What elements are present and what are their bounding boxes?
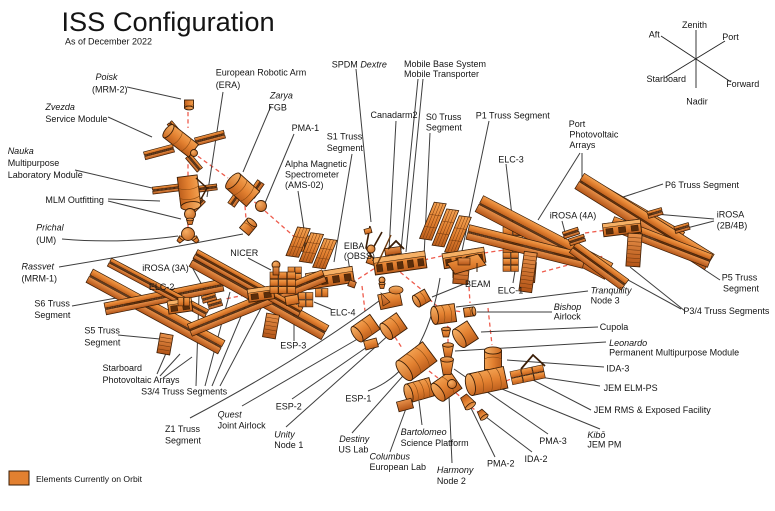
svg-text:Poisk: Poisk — [96, 72, 119, 82]
svg-text:IDA-2: IDA-2 — [525, 454, 548, 464]
svg-text:Starboard: Starboard — [103, 363, 143, 373]
svg-text:European Robotic Arm: European Robotic Arm — [216, 68, 307, 78]
svg-text:Arrays: Arrays — [569, 140, 596, 150]
svg-text:Mobile Base System: Mobile Base System — [404, 59, 486, 69]
svg-text:Segment: Segment — [327, 143, 364, 153]
svg-text:Alpha Magnetic: Alpha Magnetic — [285, 159, 348, 169]
svg-text:Port: Port — [569, 119, 586, 129]
svg-text:Multipurpose: Multipurpose — [8, 158, 60, 168]
svg-text:Node 2: Node 2 — [437, 476, 466, 486]
svg-text:European Lab: European Lab — [370, 462, 427, 472]
svg-text:S6 Truss: S6 Truss — [34, 298, 70, 308]
svg-text:(MRM-1): (MRM-1) — [22, 274, 58, 284]
svg-text:JEM ELM-PS: JEM ELM-PS — [604, 383, 658, 393]
svg-text:PMA-2: PMA-2 — [487, 459, 515, 469]
svg-text:Zvezda: Zvezda — [44, 102, 75, 112]
svg-text:Zarya: Zarya — [269, 90, 293, 100]
svg-text:Segment: Segment — [723, 283, 760, 293]
svg-text:IDA-3: IDA-3 — [606, 364, 629, 374]
svg-text:PMA-1: PMA-1 — [292, 123, 320, 133]
svg-text:Quest: Quest — [218, 410, 243, 420]
svg-text:Segment: Segment — [84, 338, 121, 348]
svg-text:BEAM: BEAM — [465, 279, 491, 289]
svg-text:Photovoltaic Arrays: Photovoltaic Arrays — [103, 375, 181, 385]
svg-text:(OBSS): (OBSS) — [344, 251, 375, 261]
svg-text:Starboard: Starboard — [647, 74, 687, 84]
svg-text:Port: Port — [722, 32, 739, 42]
svg-text:Harmony: Harmony — [437, 465, 474, 475]
svg-text:ELC-4: ELC-4 — [330, 308, 356, 318]
svg-text:P6 Truss Segment: P6 Truss Segment — [665, 180, 740, 190]
svg-text:Canadarm2: Canadarm2 — [371, 110, 418, 120]
svg-text:Science Platform: Science Platform — [401, 438, 469, 448]
svg-text:JEM PM: JEM PM — [587, 440, 621, 450]
svg-text:NICER: NICER — [230, 248, 259, 258]
svg-text:(ERA): (ERA) — [216, 80, 241, 90]
svg-text:Nadir: Nadir — [686, 96, 708, 106]
svg-text:As of December 2022: As of December 2022 — [65, 37, 152, 47]
svg-text:Tranquility: Tranquility — [591, 285, 632, 295]
svg-text:Leonardo: Leonardo — [609, 338, 647, 348]
svg-text:ELC-2: ELC-2 — [149, 282, 175, 292]
svg-text:Kibō: Kibō — [587, 430, 605, 440]
svg-text:Z1 Truss: Z1 Truss — [165, 424, 201, 434]
svg-text:Destiny: Destiny — [339, 434, 370, 444]
svg-text:Node 3: Node 3 — [591, 295, 620, 305]
svg-text:Node 1: Node 1 — [274, 440, 303, 450]
svg-text:ESP-1: ESP-1 — [345, 393, 371, 403]
svg-text:MLM Outfitting: MLM Outfitting — [45, 195, 104, 205]
svg-text:Segment: Segment — [34, 310, 71, 320]
svg-text:Nauka: Nauka — [8, 146, 34, 156]
svg-text:Bishop: Bishop — [554, 302, 582, 312]
svg-text:FGB: FGB — [268, 103, 287, 113]
svg-text:S3/4 Truss Segments: S3/4 Truss Segments — [141, 386, 228, 396]
svg-text:EIBA: EIBA — [344, 241, 365, 251]
svg-text:Aft: Aft — [649, 30, 661, 40]
svg-text:Photovoltaic: Photovoltaic — [569, 130, 619, 140]
svg-text:iROSA (4A): iROSA (4A) — [550, 210, 597, 220]
svg-text:Permanent Multipurpose Module: Permanent Multipurpose Module — [609, 347, 739, 357]
svg-text:Unity: Unity — [274, 429, 295, 439]
svg-text:S1 Truss: S1 Truss — [327, 132, 363, 142]
svg-text:Mobile Transporter: Mobile Transporter — [404, 69, 479, 79]
svg-text:S5 Truss: S5 Truss — [84, 326, 120, 336]
svg-text:Columbus: Columbus — [370, 451, 411, 461]
svg-text:iROSA (3A): iROSA (3A) — [142, 263, 189, 273]
svg-text:ISS Configuration: ISS Configuration — [62, 6, 275, 37]
svg-text:Prichal: Prichal — [36, 222, 65, 232]
svg-text:PMA-3: PMA-3 — [539, 436, 567, 446]
svg-text:(MRM-2): (MRM-2) — [92, 85, 128, 95]
svg-text:Zenith: Zenith — [682, 20, 707, 30]
svg-text:Cupola: Cupola — [600, 322, 629, 332]
svg-text:ELC-3: ELC-3 — [498, 154, 524, 164]
svg-text:US Lab: US Lab — [338, 445, 368, 455]
svg-text:S0 Truss: S0 Truss — [426, 112, 462, 122]
svg-text:Elements Currently on Orbit: Elements Currently on Orbit — [36, 474, 143, 484]
svg-text:Bartolomeo: Bartolomeo — [401, 427, 447, 437]
svg-text:Rassvet: Rassvet — [22, 262, 55, 272]
svg-text:iROSA: iROSA — [717, 210, 745, 220]
svg-text:P3/4 Truss Segments: P3/4 Truss Segments — [683, 306, 770, 316]
svg-text:P1 Truss Segment: P1 Truss Segment — [476, 111, 551, 121]
svg-text:Joint Airlock: Joint Airlock — [218, 421, 267, 431]
svg-text:ESP-2: ESP-2 — [276, 402, 302, 412]
svg-text:(UM): (UM) — [36, 235, 56, 245]
svg-text:ESP-3: ESP-3 — [280, 341, 306, 351]
svg-text:(2B/4B): (2B/4B) — [717, 220, 748, 230]
svg-text:Forward: Forward — [726, 79, 759, 89]
svg-text:SPDM Dextre: SPDM Dextre — [332, 60, 387, 70]
svg-text:Service Module: Service Module — [45, 114, 107, 124]
svg-text:(AMS-02): (AMS-02) — [285, 180, 324, 190]
svg-text:P5 Truss: P5 Truss — [722, 272, 758, 282]
svg-text:ELC-1: ELC-1 — [498, 285, 524, 295]
svg-text:Segment: Segment — [426, 123, 463, 133]
svg-text:Segment: Segment — [165, 436, 202, 446]
svg-text:Laboratory Module: Laboratory Module — [8, 170, 83, 180]
svg-text:JEM RMS & Exposed Facility: JEM RMS & Exposed Facility — [594, 405, 712, 415]
svg-text:Airlock: Airlock — [554, 312, 582, 322]
svg-text:Spectrometer: Spectrometer — [285, 170, 339, 180]
